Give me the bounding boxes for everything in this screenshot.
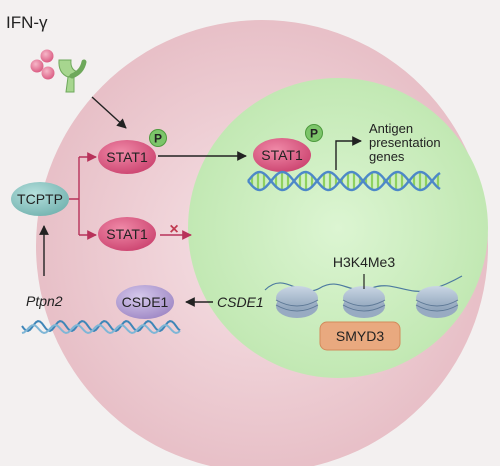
nucleosome-3 xyxy=(415,286,459,318)
mrna-wave-2 xyxy=(21,324,181,335)
mrna-strand xyxy=(21,320,181,335)
stat1-active-label: STAT1 xyxy=(106,149,148,165)
arrow-receptor-to-stat1 xyxy=(91,96,127,129)
receptor-icon xyxy=(58,59,87,93)
dna-strand-1 xyxy=(247,170,441,192)
smyd3-node xyxy=(319,321,401,351)
stat1-active-node xyxy=(98,140,156,174)
block-mark: × xyxy=(169,221,178,238)
ptpn2-label: Ptpn2 xyxy=(26,293,63,309)
dna-strand-2 xyxy=(247,170,441,192)
phospho-label-2: P xyxy=(310,127,318,141)
arrow-antigen-genes xyxy=(335,136,362,170)
tcptp-branch xyxy=(69,157,80,235)
tcptp-node xyxy=(11,182,69,216)
ifn-gamma-label: IFN-γ xyxy=(6,13,48,32)
h3k4me3-label: H3K4Me3 xyxy=(333,254,395,270)
dna-helix-nucleus xyxy=(247,170,441,192)
antigen-line-1: Antigen xyxy=(369,121,413,136)
stat1-nucleus-label: STAT1 xyxy=(261,147,303,163)
nucleosome-2 xyxy=(342,286,386,318)
csde1-protein-label: CSDE1 xyxy=(122,294,169,310)
phospho-badge-1 xyxy=(149,129,167,147)
ifn-ligand-icon xyxy=(30,49,55,80)
nucleosome-1 xyxy=(275,286,319,318)
antigen-line-3: genes xyxy=(369,149,405,164)
phospho-label-1: P xyxy=(154,132,162,146)
phospho-badge-2 xyxy=(305,124,323,142)
tcptp-label: TCPTP xyxy=(17,191,63,207)
csde1-gene-label: CSDE1 xyxy=(217,294,264,310)
antigen-line-2: presentation xyxy=(369,135,441,150)
stat1-inactive-node xyxy=(98,217,156,251)
stat1-nucleus-node xyxy=(253,138,311,172)
stat1-inactive-label: STAT1 xyxy=(106,226,148,242)
csde1-protein-node xyxy=(116,285,174,319)
smyd3-label: SMYD3 xyxy=(336,328,384,344)
